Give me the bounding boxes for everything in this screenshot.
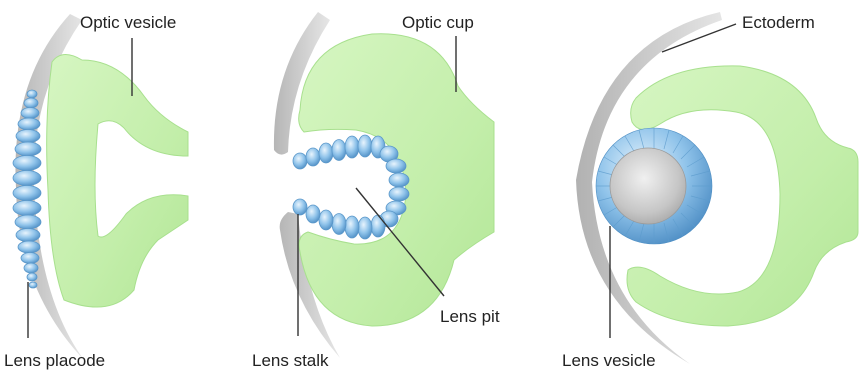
- lens-pit-cells: [293, 135, 409, 239]
- lens-placode-cells: [13, 90, 41, 288]
- lens-stalk-label: Lens stalk: [252, 351, 329, 370]
- lens-vesicle-lumen: [610, 148, 686, 224]
- lens-pit-label: Lens pit: [440, 307, 500, 326]
- ectoderm-label: Ectoderm: [742, 13, 815, 32]
- optic-cup-label: Optic cup: [402, 13, 474, 32]
- lens-placode-label: Lens placode: [4, 351, 105, 370]
- panel-lens-pit: Optic cup Lens pit Lens stalk: [252, 12, 500, 370]
- panel-lens-vesicle: Ectoderm Lens vesicle: [562, 12, 858, 370]
- optic-vesicle-shape: [47, 54, 188, 307]
- panel-lens-placode: Optic vesicle Lens placode: [4, 13, 188, 370]
- optic-vesicle-label: Optic vesicle: [80, 13, 176, 32]
- lens-vesicle-label: Lens vesicle: [562, 351, 656, 370]
